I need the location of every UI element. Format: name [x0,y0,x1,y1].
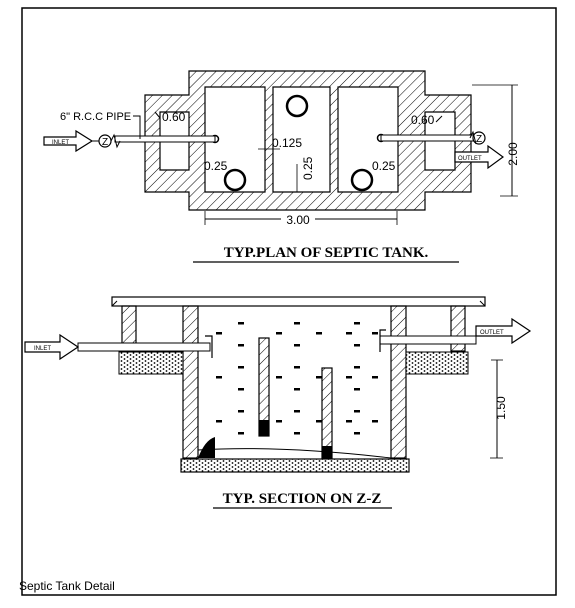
sludge-dash [294,366,300,369]
dim-length: 3.00 [286,213,310,227]
cover-slab-edge [111,300,118,307]
sludge-dash [238,432,244,435]
section-inlet-pipe [77,342,211,352]
sludge-dash [372,420,378,423]
sludge-dash [372,376,378,379]
sludge-dash [294,388,300,391]
sludge-dash [354,344,360,347]
gravel-left [118,351,184,375]
dim-offset-left: 0.25 [204,159,228,173]
baffle-left-fill [259,420,269,436]
pipe-label: 6" R.C.C PIPE [60,111,131,123]
section-outlet-pipe [379,335,477,345]
sludge-dash [276,376,282,379]
sludge-dash [238,410,244,413]
sludge-dash [216,420,222,423]
sludge-dash [294,344,300,347]
section-outlet-label: OUTLET [480,330,504,336]
plan-title: TYP.PLAN OF SEPTIC TANK. [224,245,429,261]
sludge-dash [346,420,352,423]
baffle-right-fill [322,446,332,460]
dim-wall-left-tick [154,111,161,119]
drawing-caption: Septic Tank Detail [19,579,115,593]
section-marker-left-label: Z [102,137,108,148]
section-view: INLET OUTLET 1.50 TYP. SECTION ON Z-Z [24,296,532,509]
break-mark-right [469,130,477,145]
outlet-pipe [380,134,477,142]
sludge-dash [354,432,360,435]
dim-offset-right: 0.25 [372,159,396,173]
gravel-right [405,351,469,375]
floor-curve [197,448,392,459]
dim-length-bg [281,212,315,226]
sludge-dash [354,322,360,325]
dim-offset-mid: 0.25 [301,156,315,180]
plan-outlet-label: OUTLET [458,156,482,162]
sludge-dash [316,332,322,335]
manhole-middle [285,94,309,118]
dim-partition: 0.125 [272,136,302,150]
inlet-tee [205,335,213,358]
sheet-border [21,7,557,596]
sloped-floor [198,437,215,458]
sludge-dash [294,322,300,325]
sludge-dash [346,376,352,379]
inlet-arrow [43,129,94,153]
section-inlet-arrow [24,333,80,361]
dim-width: 2.00 [506,142,520,166]
base-slab [180,458,410,473]
sludge-dash [372,332,378,335]
sludge-dash [238,344,244,347]
section-marker-right-label: Z [476,134,482,145]
manhole-right [350,168,374,192]
section-inlet-label: INLET [34,346,51,352]
sludge-dashes [216,322,378,435]
dim-depth: 1.50 [494,396,508,420]
sludge-dash [238,388,244,391]
dim-wall-right-tick [435,115,443,123]
wall-tank-right [390,305,407,459]
sludge-dash [216,332,222,335]
sludge-dash [294,410,300,413]
sludge-dash [316,420,322,423]
dim-wall-right: 0.60 [411,113,435,127]
sludge-dash [238,366,244,369]
sludge-dash [276,332,282,335]
plan-inlet-label: INLET [52,140,69,146]
outlet-arrow [454,144,505,170]
manhole-left [223,168,247,192]
section-outlet-arrow [475,317,532,345]
sludge-dash [276,420,282,423]
wall-tank-left [182,305,199,459]
section-marker-right [472,131,486,145]
dim-wall-left: 0.60 [162,110,186,124]
pipe-label-leader [133,115,141,139]
sludge-dash [354,366,360,369]
outlet-tee [379,329,386,352]
plan-view: INLET Z Z OUTLET 6" R.C.C PIPE 0.60 0.60… [43,70,520,263]
sludge-dash [216,376,222,379]
sludge-dash [354,410,360,413]
break-mark-left [110,133,121,149]
sludge-dash [316,376,322,379]
sludge-dash [294,432,300,435]
inlet-pipe [114,135,216,143]
sludge-dash [238,322,244,325]
sludge-dash [354,388,360,391]
section-title: TYP. SECTION ON Z-Z [223,491,382,507]
cover-slab [111,296,486,307]
sludge-dash [346,332,352,335]
cover-slab-edge2 [479,300,486,307]
